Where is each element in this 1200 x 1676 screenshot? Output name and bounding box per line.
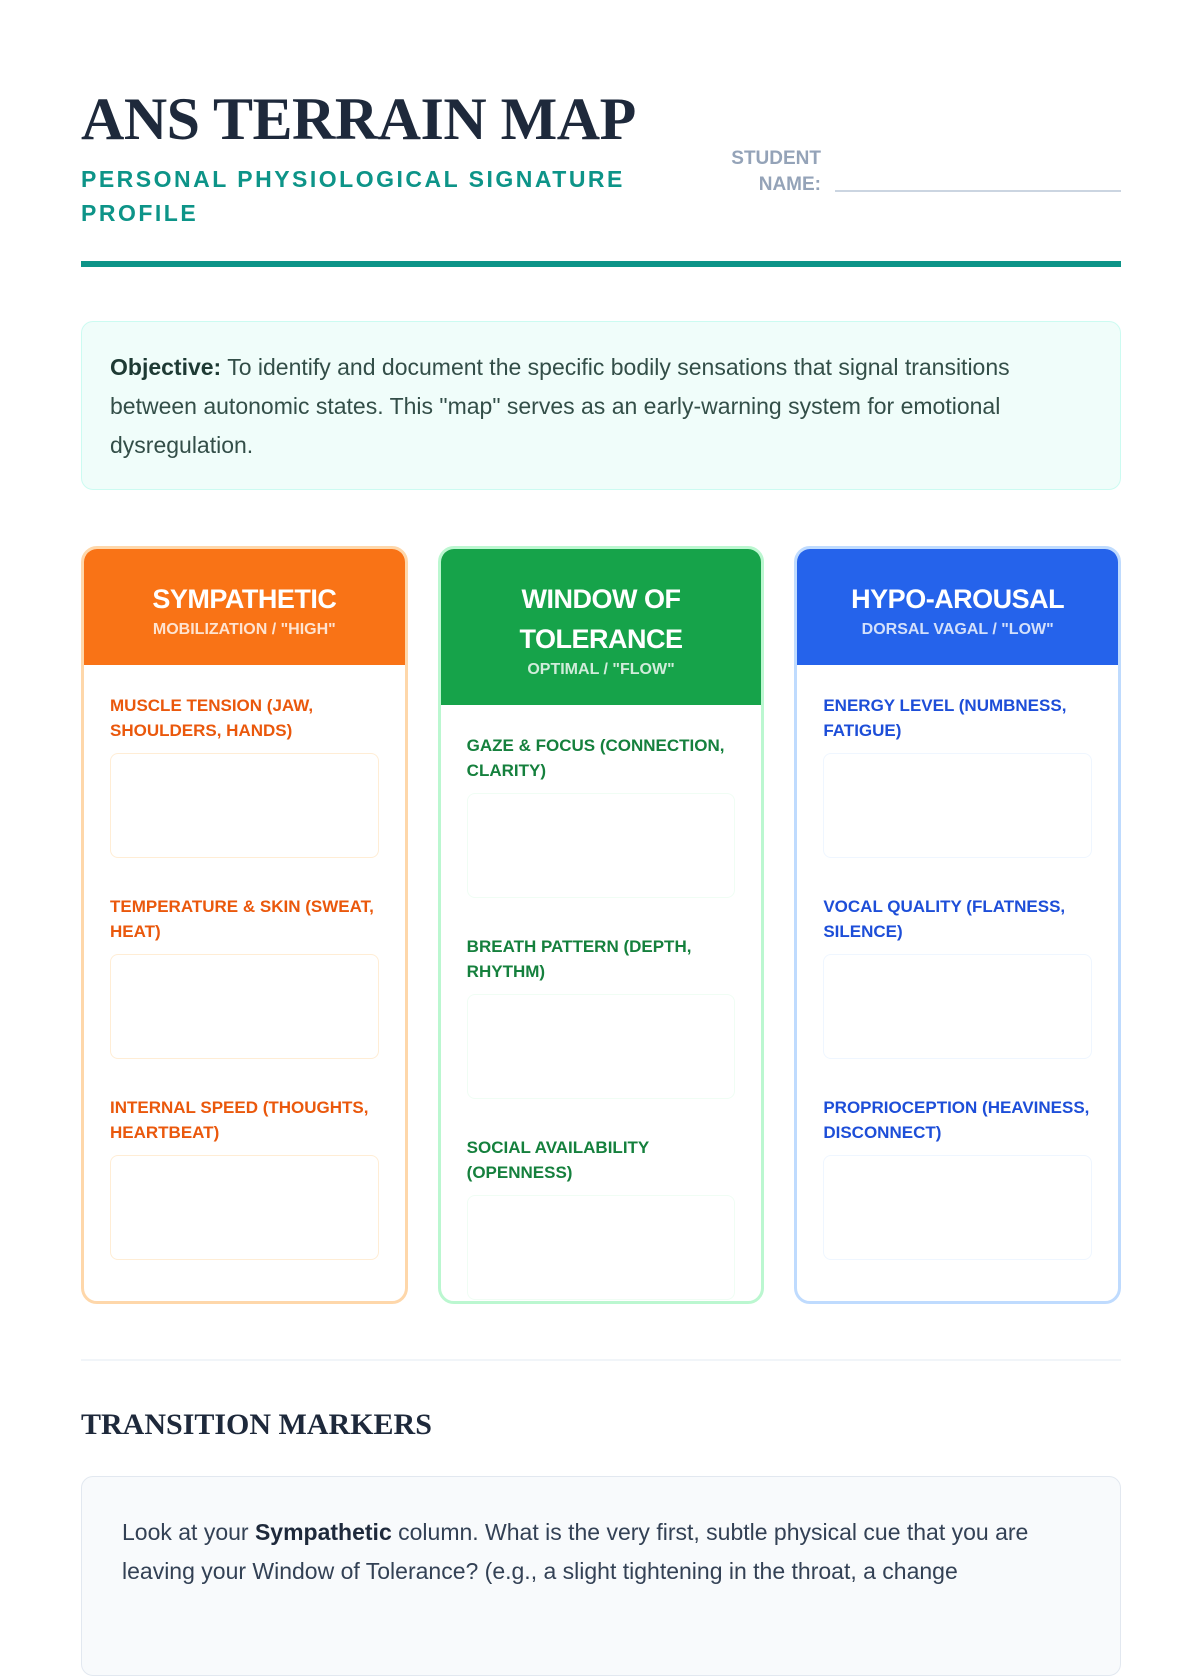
student-name-input[interactable]	[835, 190, 1121, 192]
field-label: TEMPERATURE & SKIN (SWEAT, HEAT)	[110, 897, 374, 941]
state-columns: SYMPATHETIC MOBILIZATION / "HIGH"MUSCLE …	[81, 546, 1122, 1304]
page-title: ANS TERRAIN MAP	[81, 86, 636, 152]
column-subtitle: DORSAL VAGAL / "LOW"	[861, 621, 1054, 638]
field-input-box[interactable]	[466, 793, 736, 898]
field-group: PROPRIOCEPTION (HEAVINESS, DISCONNECT)	[823, 1095, 1093, 1260]
state-column-3: HYPO-AROUSAL DORSAL VAGAL / "LOW"ENERGY …	[794, 546, 1122, 1304]
column-title: SYMPATHETIC	[152, 584, 337, 614]
transition-prompt-box: Look at your Sympathetic column. What is…	[81, 1476, 1121, 1676]
field-group: TEMPERATURE & SKIN (SWEAT, HEAT)	[110, 894, 379, 1059]
field-label: BREATH PATTERN (DEPTH, RHYTHM)	[466, 937, 692, 981]
field-input-box[interactable]	[466, 994, 736, 1099]
column-subtitle: MOBILIZATION / "HIGH"	[152, 621, 336, 638]
field-input-box[interactable]	[823, 753, 1093, 858]
column-title: WINDOW OF TOLERANCE	[519, 584, 684, 654]
field-group: INTERNAL SPEED (THOUGHTS, HEARTBEAT)	[110, 1095, 379, 1260]
state-column-1: SYMPATHETIC MOBILIZATION / "HIGH"MUSCLE …	[81, 546, 408, 1304]
field-label: GAZE & FOCUS (CONNECTION, CLARITY)	[466, 736, 725, 780]
header-rule	[81, 261, 1121, 267]
field-group: SOCIAL AVAILABILITY (OPENNESS)	[466, 1135, 736, 1300]
field-label: PROPRIOCEPTION (HEAVINESS, DISCONNECT)	[823, 1098, 1090, 1142]
field-group: BREATH PATTERN (DEPTH, RHYTHM)	[466, 934, 736, 1099]
field-input-box[interactable]	[110, 753, 379, 858]
field-input-box[interactable]	[110, 954, 379, 1059]
column-body: ENERGY LEVEL (NUMBNESS, FATIGUE) VOCAL QU…	[797, 665, 1118, 1301]
section-divider	[81, 1359, 1121, 1361]
field-label: ENERGY LEVEL (NUMBNESS, FATIGUE)	[823, 696, 1067, 740]
field-group: GAZE & FOCUS (CONNECTION, CLARITY)	[466, 733, 736, 898]
field-group: ENERGY LEVEL (NUMBNESS, FATIGUE)	[823, 693, 1093, 858]
prompt-emphasis: Sympathetic	[254, 1519, 392, 1545]
student-name-field: STUDENT NAME:	[721, 146, 1121, 198]
column-header: WINDOW OF TOLERANCE OPTIMAL / "FLOW"	[440, 549, 762, 705]
objective-label: Objective:	[110, 354, 222, 380]
prompt-text: column. What is the very first, subtle p…	[122, 1519, 1029, 1584]
column-subtitle: OPTIMAL / "FLOW"	[527, 661, 675, 678]
field-input-box[interactable]	[466, 1195, 736, 1300]
field-input-box[interactable]	[823, 1155, 1093, 1260]
field-label: SOCIAL AVAILABILITY (OPENNESS)	[466, 1138, 649, 1182]
prompt-text: Look at your	[122, 1519, 255, 1545]
column-body: MUSCLE TENSION (JAW, SHOULDERS, HANDS) TE…	[84, 665, 405, 1301]
column-header: SYMPATHETIC MOBILIZATION / "HIGH"	[84, 549, 405, 665]
objective-text: To identify and document the specific bo…	[110, 354, 1010, 458]
field-label: MUSCLE TENSION (JAW, SHOULDERS, HANDS)	[110, 696, 314, 740]
field-group: MUSCLE TENSION (JAW, SHOULDERS, HANDS)	[110, 693, 379, 858]
field-group: VOCAL QUALITY (FLATNESS, SILENCE)	[823, 894, 1093, 1059]
state-column-2: WINDOW OF TOLERANCE OPTIMAL / "FLOW"GAZE…	[437, 546, 765, 1304]
field-input-box[interactable]	[110, 1155, 379, 1260]
header: ANS TERRAIN MAP PERSONAL PHYSIOLOGICAL S…	[81, 84, 1121, 264]
column-body: GAZE & FOCUS (CONNECTION, CLARITY) BREATH…	[441, 705, 762, 1301]
field-label: INTERNAL SPEED (THOUGHTS, HEARTBEAT)	[110, 1098, 369, 1142]
transition-markers-heading: TRANSITION MARKERS	[81, 1408, 432, 1441]
column-header: HYPO-AROUSAL DORSAL VAGAL / "LOW"	[797, 549, 1119, 665]
student-name-label: STUDENT NAME:	[731, 148, 821, 195]
field-input-box[interactable]	[823, 954, 1093, 1059]
objective-box: Objective: To identify and document the …	[81, 321, 1121, 490]
column-title: HYPO-AROUSAL	[851, 584, 1065, 614]
page-subtitle: PERSONAL PHYSIOLOGICAL SIGNATURE PROFILE	[81, 166, 625, 226]
field-label: VOCAL QUALITY (FLATNESS, SILENCE)	[823, 897, 1066, 941]
